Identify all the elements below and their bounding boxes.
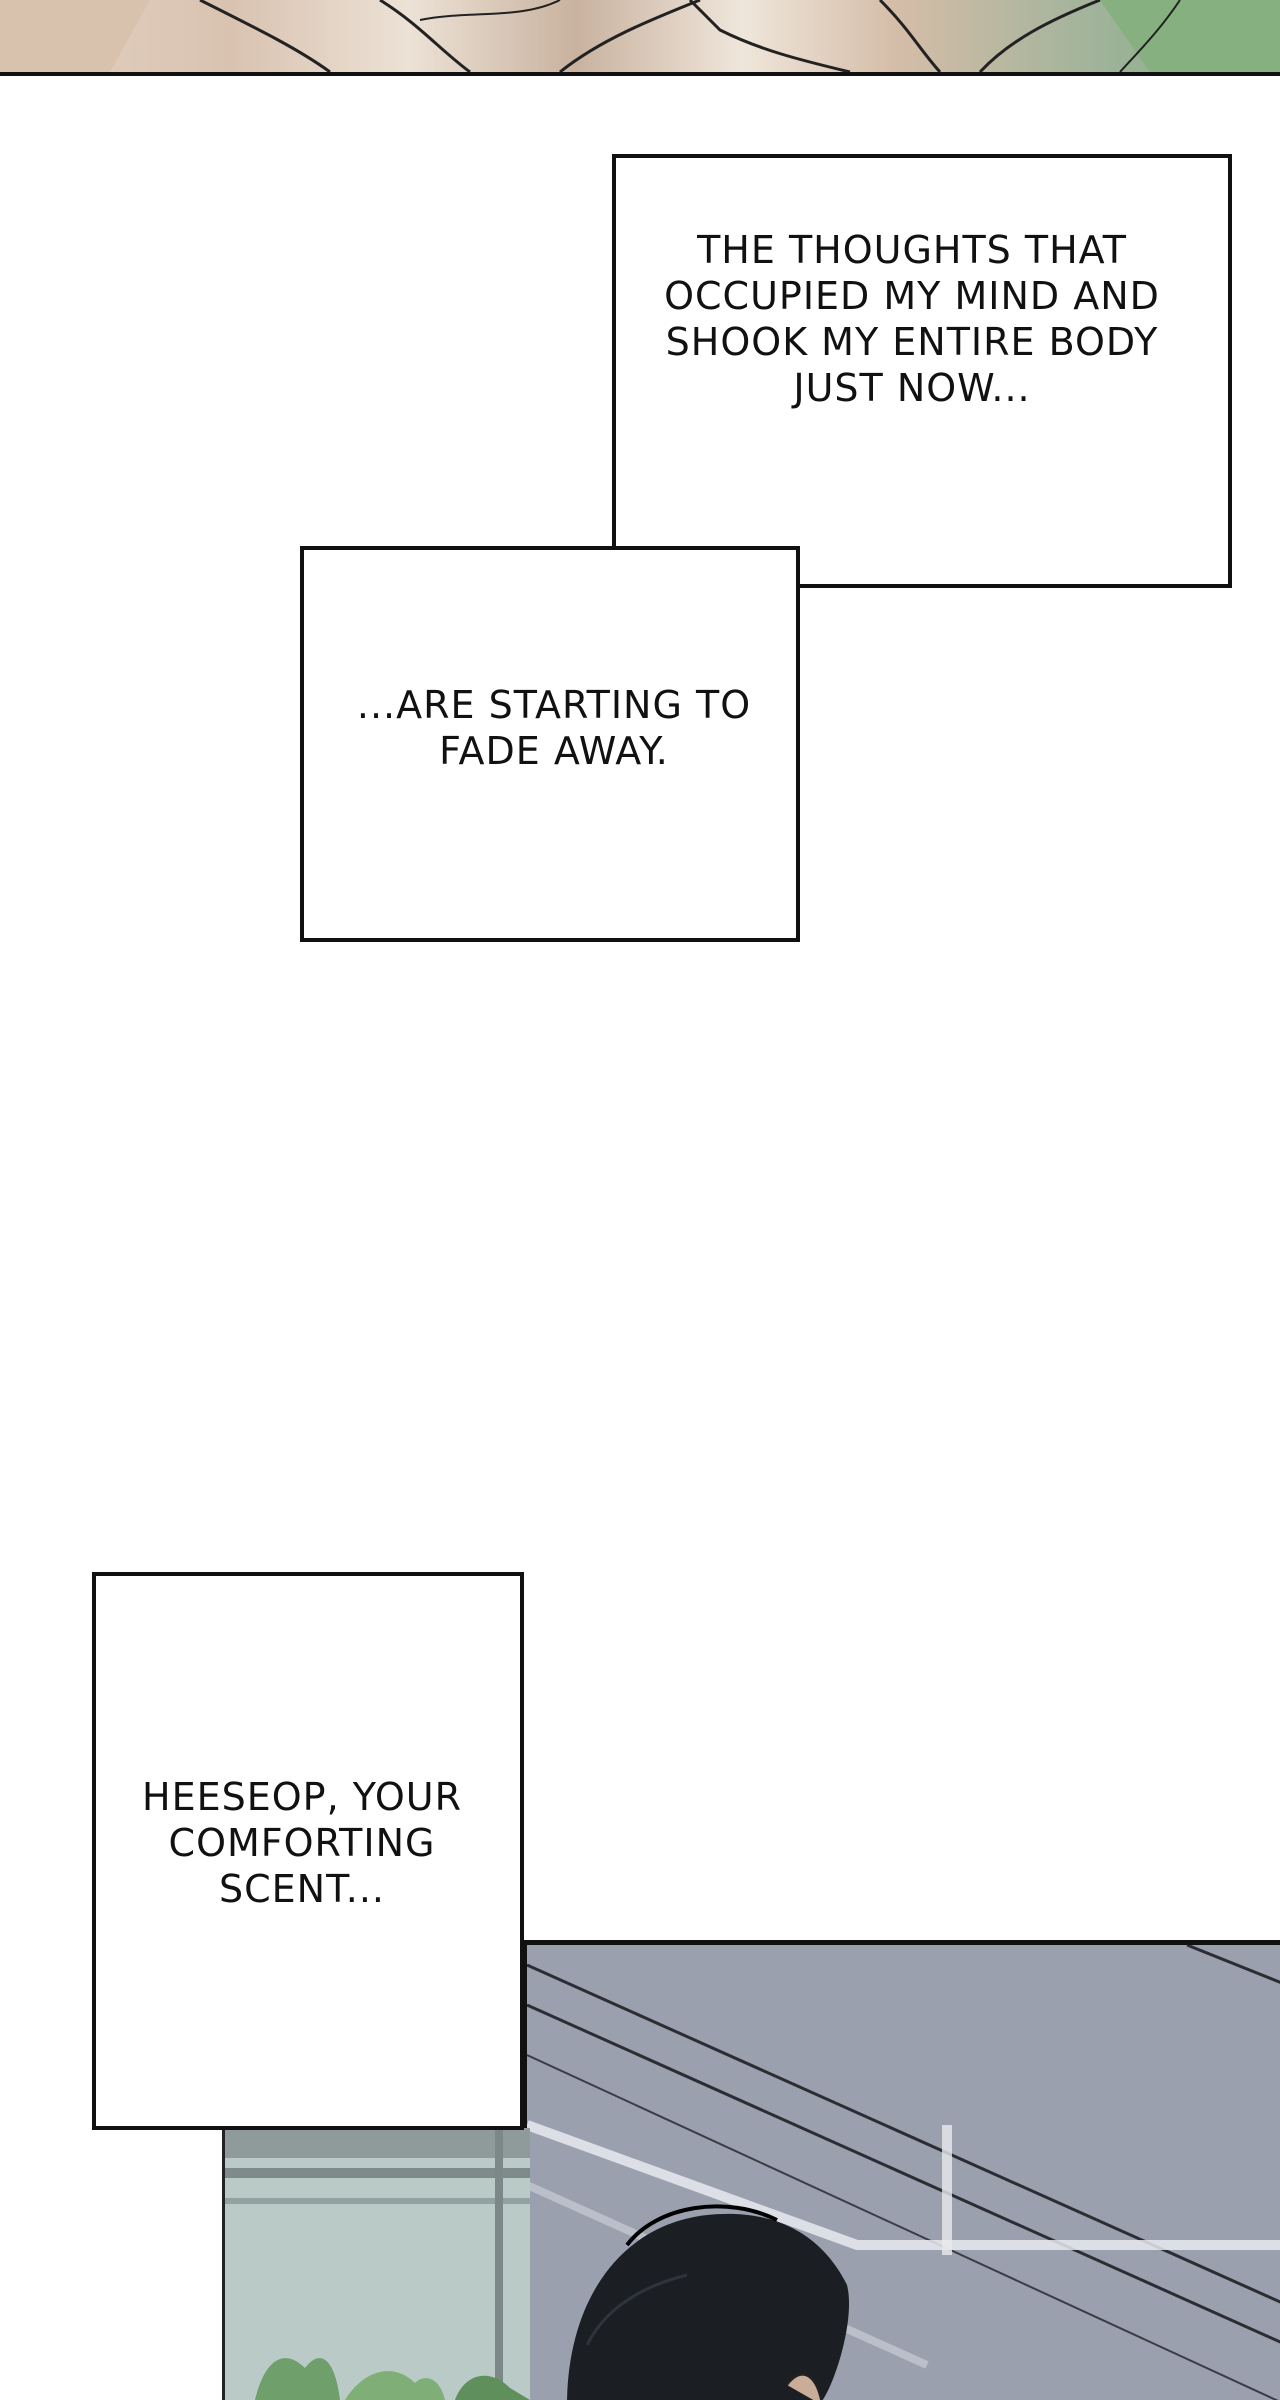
narration-text-1: THE THOUGHTS THAT OCCUPIED MY MIND AND S… — [664, 228, 1160, 410]
narration-box-3: HEESEOP, YOUR COMFORTING SCENT... — [92, 1572, 524, 2130]
narration-text-3: HEESEOP, YOUR COMFORTING SCENT... — [142, 1775, 462, 1911]
ceiling-artwork-icon — [527, 1945, 1280, 2400]
bottom-artwork-panel — [522, 1940, 1280, 2400]
window-greenery-icon — [225, 2128, 530, 2400]
hands-artwork-icon — [0, 0, 1280, 72]
narration-box-1: THE THOUGHTS THAT OCCUPIED MY MIND AND S… — [612, 154, 1232, 588]
window-scenery-panel — [222, 2128, 530, 2400]
narration-box-2: ...ARE STARTING TO FADE AWAY. — [300, 546, 800, 942]
top-artwork-panel — [0, 0, 1280, 76]
narration-text-2: ...ARE STARTING TO FADE AWAY. — [356, 683, 752, 773]
